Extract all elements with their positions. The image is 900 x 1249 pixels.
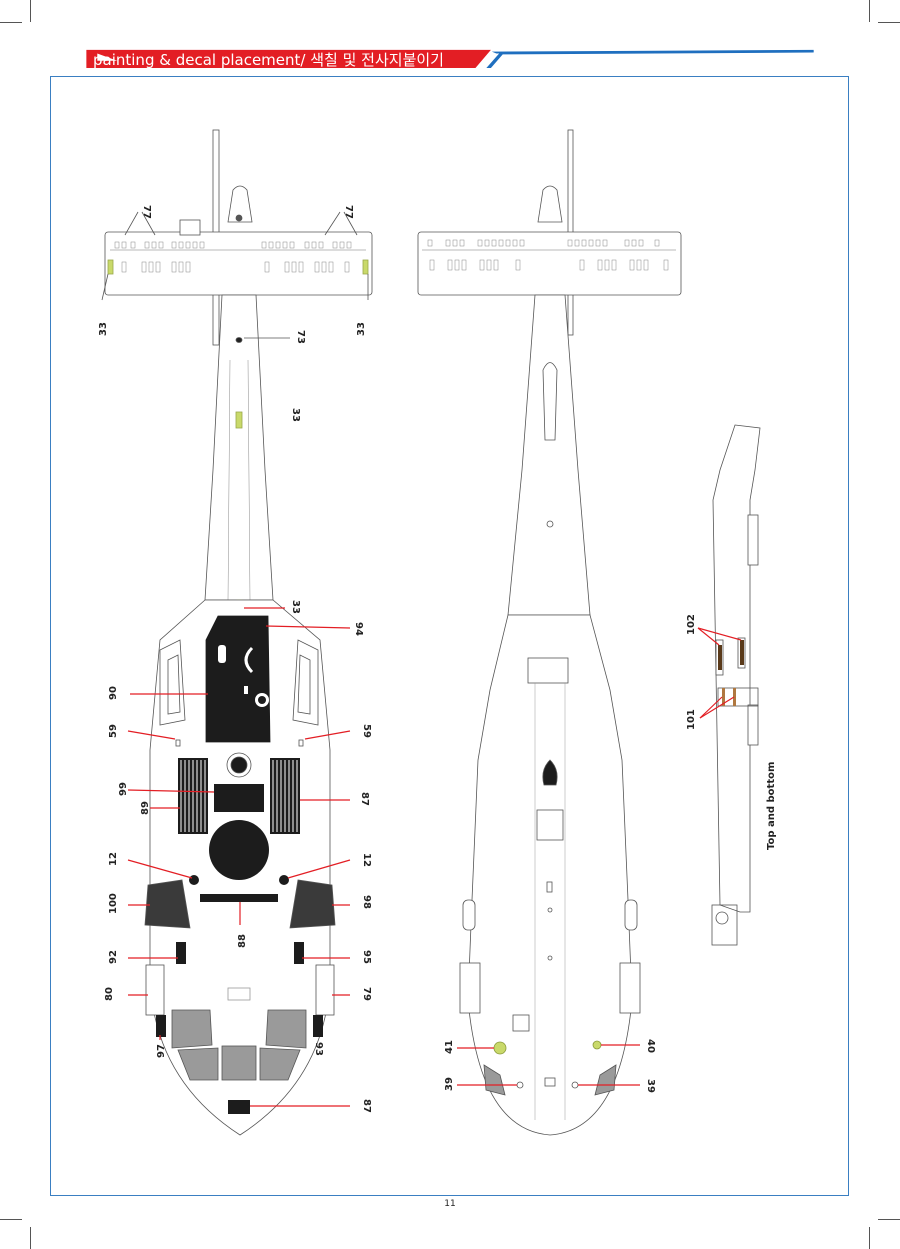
bottom-view-callout-lines — [457, 1044, 640, 1086]
top-view — [104, 129, 373, 1136]
callout-39-left: 39 — [444, 1077, 455, 1091]
side-view-callout-labels: 102 101 Top and bottom — [686, 614, 777, 850]
side-view-caption: Top and bottom — [766, 762, 777, 850]
top-view-callout-labels: 77 77 33 33 73 33 33 94 90 59 59 99 89 8… — [98, 205, 372, 1113]
callout-39-right: 39 — [645, 1079, 656, 1093]
callout-92: 92 — [108, 950, 119, 964]
side-view — [711, 424, 761, 946]
callout-101: 101 — [686, 709, 697, 730]
callout-94: 94 — [353, 622, 364, 636]
callout-95: 95 — [361, 950, 372, 964]
decal-stripes-102 — [718, 640, 744, 706]
callout-99: 99 — [118, 782, 129, 796]
callout-93: 93 — [313, 1042, 324, 1056]
callout-59-right: 59 — [361, 724, 372, 738]
content-frame — [50, 76, 849, 1196]
callout-33-left: 33 — [98, 322, 109, 336]
callout-73: 73 — [295, 330, 306, 344]
callout-77-left: 77 — [141, 205, 152, 219]
callout-59-left: 59 — [108, 724, 119, 738]
callout-33-boom: 33 — [290, 408, 301, 422]
callout-87-nose: 87 — [361, 1099, 372, 1113]
callout-79: 79 — [361, 987, 372, 1001]
side-view-callout-lines — [697, 627, 742, 719]
callout-77-right: 77 — [343, 205, 354, 219]
page-number: 11 — [444, 1199, 456, 1209]
crop-mark — [869, 0, 870, 22]
bottom-view-callout-labels: 41 40 39 39 — [444, 1039, 656, 1093]
crop-mark — [869, 1227, 870, 1249]
callout-87-grill: 87 — [359, 792, 370, 806]
callout-41: 41 — [444, 1040, 455, 1054]
crop-mark — [878, 22, 900, 23]
callout-90: 90 — [108, 686, 119, 700]
callout-40: 40 — [645, 1039, 656, 1053]
top-view-callout-lines — [127, 607, 351, 1107]
callout-12-right: 12 — [361, 853, 372, 867]
callout-88: 88 — [237, 934, 248, 948]
crop-mark — [30, 1227, 31, 1249]
crop-mark — [0, 1219, 22, 1220]
callout-89: 89 — [140, 801, 151, 815]
callout-33-lower: 33 — [290, 600, 301, 614]
callout-98: 98 — [361, 895, 372, 909]
callout-33-right: 33 — [356, 322, 367, 336]
callout-97: 97 — [156, 1044, 167, 1058]
crop-mark — [878, 1219, 900, 1220]
crop-mark — [30, 0, 31, 22]
bottom-view — [417, 129, 682, 1136]
callout-12-left: 12 — [108, 852, 119, 866]
callout-100: 100 — [108, 893, 119, 914]
crop-mark — [0, 22, 22, 23]
callout-80: 80 — [104, 987, 115, 1001]
top-view-leader-lines — [101, 211, 369, 339]
header-banner — [86, 49, 814, 68]
page-title: painting & decal placement/ 색칠 및 전사지붙이기 — [93, 51, 444, 69]
callout-102: 102 — [686, 614, 697, 635]
